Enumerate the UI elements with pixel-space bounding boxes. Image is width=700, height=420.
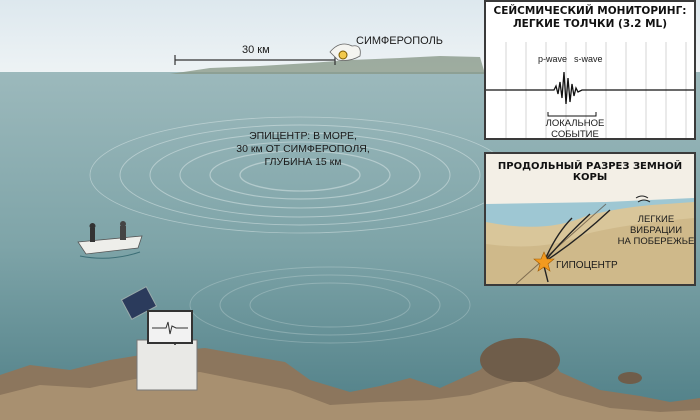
crust-section-title: ПРОДОЛЬНЫЙ РАЗРЕЗ ЗЕМНОЙ КОРЫ — [497, 161, 683, 183]
seismogram-trace — [486, 42, 694, 138]
rock-small — [618, 372, 642, 384]
epicenter-line-3: ГЛУБИНА 15 км — [264, 156, 342, 168]
s-wave-label: s-wave — [574, 54, 603, 64]
scale-label: 30 км — [242, 44, 270, 56]
crust-section-panel: ПРОДОЛЬНЫЙ РАЗРЕЗ ЗЕМНОЙ КОРЫ ЛЕГКИЕ ВИБ… — [484, 152, 696, 286]
hypocenter-label: ГИПОЦЕНТР — [556, 260, 618, 271]
seismogram-title: СЕЙСМИЧЕСКИЙ МОНИТОРИНГ: ЛЕГКИЕ ТОЛЧКИ (… — [486, 5, 694, 31]
epicenter-line-1: ЭПИЦЕНТР: В МОРЕ, — [249, 130, 357, 142]
vibration-label: ЛЕГКИЕ ВИБРАЦИИ НА ПОБЕРЕЖЬЕ — [616, 214, 696, 247]
local-event-line-2: СОБЫТИЕ — [551, 129, 599, 140]
monitoring-station — [120, 286, 198, 391]
distant-coastline — [170, 56, 485, 74]
city-marker — [329, 43, 361, 61]
hypocenter-star-icon — [533, 251, 555, 272]
seismogram-title-line-2: ЛЕГКИЕ ТОЛЧКИ (3.2 ML) — [512, 18, 668, 30]
p-wave-label: p-wave — [538, 54, 568, 64]
local-event-line-1: ЛОКАЛЬНОЕ — [545, 118, 605, 129]
vibration-line-2: ВИБРАЦИИ — [629, 225, 683, 236]
crust-diagram — [486, 195, 694, 284]
vibration-line-3: НА ПОБЕРЕЖЬЕ — [617, 236, 695, 247]
local-event-label: ЛОКАЛЬНОЕ СОБЫТИЕ — [538, 118, 612, 140]
ripple-rings-lower — [189, 266, 471, 344]
rock-large — [480, 338, 560, 382]
fishing-boat — [77, 221, 143, 259]
epicenter-line-2: 30 км ОТ СИМФЕРОПОЛЯ, — [236, 143, 370, 155]
city-label: СИМФЕРОПОЛЬ — [356, 35, 444, 47]
epicenter-label: ЭПИЦЕНТР: В МОРЕ, 30 км ОТ СИМФЕРОПОЛЯ, … — [228, 130, 378, 169]
seismogram-title-line-1: СЕЙСМИЧЕСКИЙ МОНИТОРИНГ: — [493, 5, 687, 17]
vibration-line-1: ЛЕГКИЕ — [637, 214, 675, 225]
seismogram-panel: СЕЙСМИЧЕСКИЙ МОНИТОРИНГ: ЛЕГКИЕ ТОЛЧКИ (… — [484, 0, 696, 140]
